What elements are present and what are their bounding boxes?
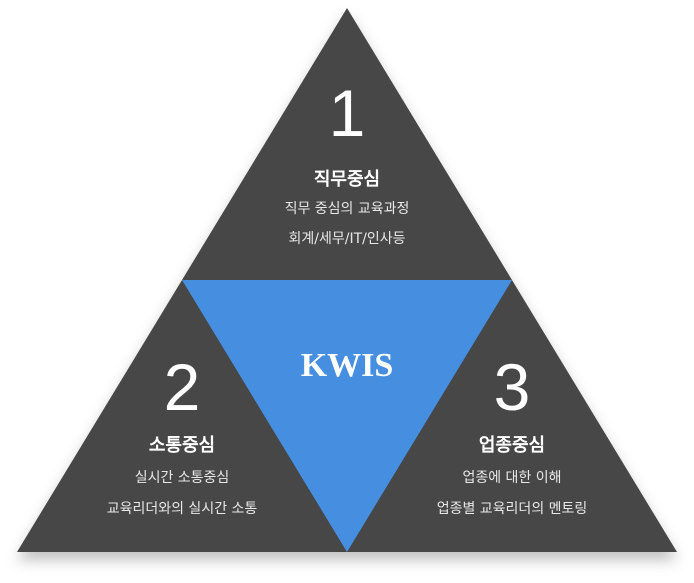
section-2-title: 소통중심 xyxy=(148,435,216,456)
section-3-number: 3 xyxy=(493,350,531,424)
center-label: KWIS xyxy=(300,347,394,384)
center-inverted-triangle xyxy=(182,280,512,552)
section-1-line-1: 직무 중심의 교육과정 xyxy=(284,201,410,217)
section-1-title: 직무중심 xyxy=(313,169,381,190)
section-1-number: 1 xyxy=(328,76,366,150)
section-1-line-2: 회계/세무/IT/인사등 xyxy=(288,231,406,247)
section-3-title: 업종중심 xyxy=(478,435,546,456)
section-2-line-1: 실시간 소통중심 xyxy=(134,470,230,486)
section-2-number: 2 xyxy=(163,350,201,424)
section-2-line-2: 교육리더와의 실시간 소통 xyxy=(106,501,258,517)
section-3-line-2: 업종별 교육리더의 멘토링 xyxy=(436,501,588,517)
section-3-line-1: 업종에 대한 이해 xyxy=(462,470,562,486)
